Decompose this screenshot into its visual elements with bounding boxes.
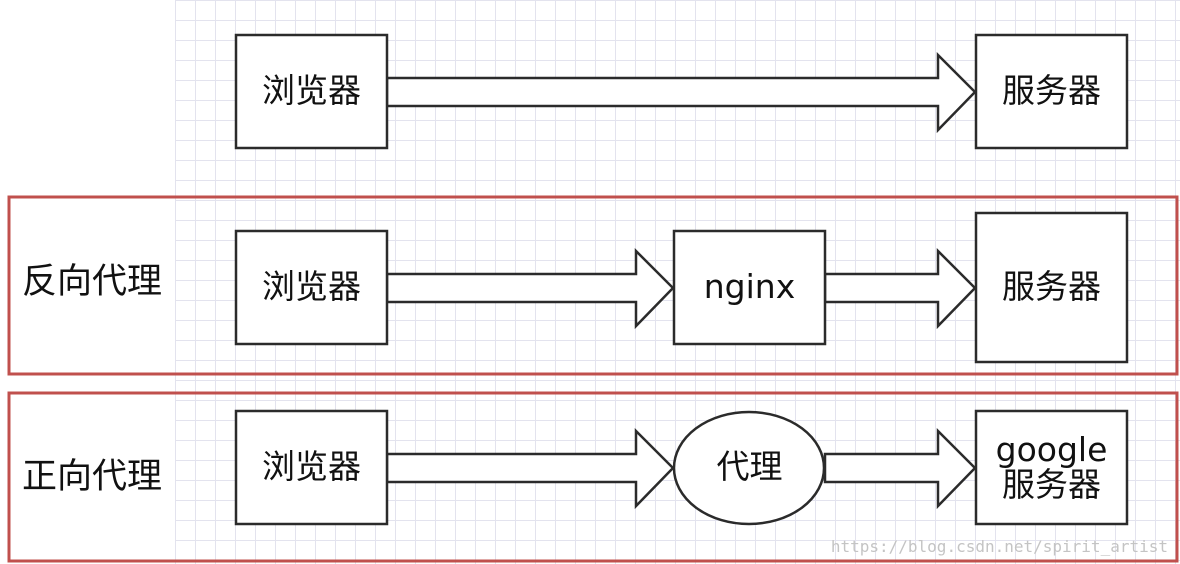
arrow-browser-to-nginx [385, 247, 675, 330]
arrow-proxy-to-google [823, 427, 977, 510]
watermark: https://blog.csdn.net/spirit_artist [830, 537, 1168, 556]
forward-proxy-frame [7, 391, 1179, 563]
proxy-ellipse [672, 410, 826, 526]
nginx-box [672, 229, 827, 346]
arrow-nginx-to-server [823, 247, 977, 330]
browser-box-row1 [234, 33, 389, 150]
forward-proxy-label: 正向代理 [22, 457, 163, 497]
google-server-box [974, 409, 1129, 526]
server-box-row1 [974, 33, 1129, 150]
server-box-row2 [974, 211, 1129, 364]
browser-box-row3 [234, 409, 389, 526]
arrow-browser-to-server [385, 51, 977, 134]
browser-box-row2 [234, 229, 389, 346]
reverse-proxy-frame [7, 195, 1179, 376]
reverse-proxy-label: 反向代理 [22, 262, 163, 302]
arrow-browser-to-proxy [385, 427, 675, 510]
